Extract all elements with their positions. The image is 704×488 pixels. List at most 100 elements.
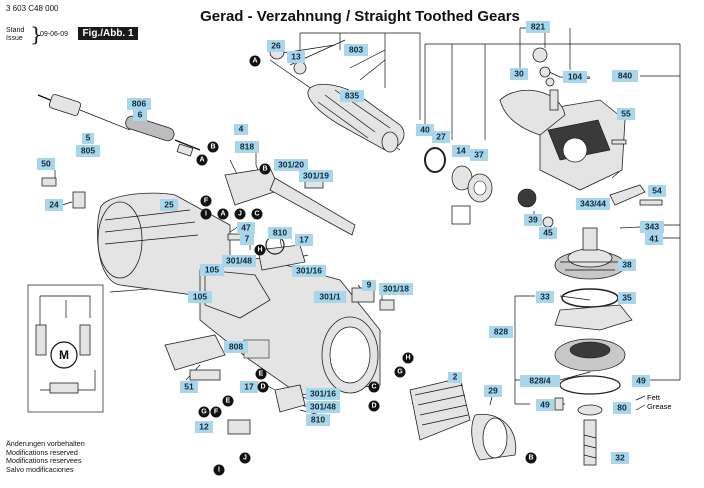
svg-text:6: 6: [138, 109, 143, 119]
grease-text-en: Grease: [647, 402, 672, 411]
part-label-828-4: 828/4: [520, 375, 560, 387]
schematic-wiring: M: [27, 284, 104, 413]
svg-text:343/44: 343/44: [580, 198, 606, 208]
svg-text:54: 54: [652, 185, 662, 195]
part-label-12: 12: [195, 421, 213, 433]
part-label-810-lower: 810: [306, 414, 330, 426]
part-label-301-48-lower: 301/48: [306, 401, 340, 413]
svg-text:38: 38: [622, 259, 632, 269]
ref-letter-e: E: [222, 395, 234, 407]
brace-glyph: }: [30, 22, 43, 46]
part-label-17-top: 17: [295, 234, 313, 246]
electrical-parts: [41, 167, 395, 435]
svg-text:A: A: [220, 211, 225, 218]
svg-text:37: 37: [474, 149, 484, 159]
power-cord: [37, 94, 201, 157]
part-label-80: 80: [613, 402, 631, 414]
part-label-301-18: 301/18: [379, 283, 413, 295]
part-label-343: 343: [640, 221, 664, 233]
part-label-808: 808: [224, 341, 248, 353]
notice-line-es: Salvo modificaciones: [6, 464, 74, 474]
svg-text:2: 2: [453, 371, 458, 381]
svg-text:105: 105: [205, 264, 219, 274]
part-label-54: 54: [648, 185, 666, 197]
svg-text:5: 5: [86, 132, 91, 142]
part-label-805: 805: [76, 145, 100, 157]
spindle-lock: [517, 184, 663, 228]
stand-issue-label: Stand Issue: [6, 27, 24, 43]
svg-text:821: 821: [531, 21, 545, 31]
ref-letter-d: D: [257, 381, 269, 393]
part-label-301-19: 301/19: [299, 170, 333, 182]
svg-text:55: 55: [621, 108, 631, 118]
part-label-17-lower: 17: [240, 381, 258, 393]
svg-text:840: 840: [618, 70, 632, 80]
ref-letter-i: I: [200, 208, 212, 220]
svg-text:104: 104: [568, 71, 582, 81]
part-label-29: 29: [484, 385, 502, 397]
svg-text:32: 32: [615, 452, 625, 462]
svg-text:F: F: [214, 409, 219, 416]
svg-text:301/48: 301/48: [310, 401, 336, 411]
svg-text:7: 7: [245, 233, 250, 243]
svg-text:G: G: [201, 409, 207, 416]
part-label-818: 818: [235, 141, 259, 153]
part-label-32: 32: [611, 452, 629, 464]
svg-text:40: 40: [420, 124, 430, 134]
svg-text:24: 24: [49, 199, 59, 209]
svg-text:828/4: 828/4: [529, 375, 551, 385]
part-label-41: 41: [645, 233, 663, 245]
part-label-47: 47: [237, 222, 255, 234]
part-label-40: 40: [416, 124, 434, 136]
svg-text:25: 25: [164, 199, 174, 209]
svg-text:13: 13: [291, 51, 301, 61]
svg-text:4: 4: [239, 123, 244, 133]
ref-letter-b: B: [525, 452, 537, 464]
notice-line-en: Modifications reserved: [6, 447, 78, 457]
svg-text:B: B: [210, 144, 215, 151]
bevel-gear: [554, 227, 626, 280]
svg-text:301/1: 301/1: [319, 291, 341, 301]
svg-text:B: B: [262, 166, 267, 173]
ref-letter-d: D: [368, 400, 380, 412]
svg-text:C: C: [371, 384, 376, 391]
part-label-104: 104: [563, 71, 587, 83]
ref-letter-f: F: [210, 406, 222, 418]
svg-text:105: 105: [193, 291, 207, 301]
part-label-828: 828: [489, 326, 513, 338]
svg-text:I: I: [205, 211, 207, 218]
svg-text:810: 810: [273, 227, 287, 237]
svg-text:343: 343: [645, 221, 659, 231]
svg-text:E: E: [226, 398, 231, 405]
part-label-301-16-top: 301/16: [292, 265, 326, 277]
svg-text:H: H: [257, 247, 262, 254]
svg-text:29: 29: [488, 385, 498, 395]
issue-date: 09-06-09: [40, 31, 69, 38]
svg-text:27: 27: [436, 131, 446, 141]
svg-text:17: 17: [299, 234, 309, 244]
svg-text:C: C: [254, 211, 259, 218]
svg-text:I: I: [218, 467, 220, 474]
part-label-301-16-lower: 301/16: [306, 388, 340, 400]
svg-text:51: 51: [184, 381, 194, 391]
svg-text:D: D: [371, 403, 376, 410]
svg-text:J: J: [238, 211, 242, 218]
ref-letter-g: G: [394, 366, 406, 378]
svg-text:806: 806: [132, 98, 146, 108]
svg-text:30: 30: [514, 68, 524, 78]
svg-text:808: 808: [229, 341, 243, 351]
part-label-105-top: 105: [200, 264, 224, 276]
svg-text:H: H: [405, 355, 410, 362]
ref-letter-c: C: [251, 208, 263, 220]
svg-text:301/18: 301/18: [383, 283, 409, 293]
svg-text:301/16: 301/16: [310, 388, 336, 398]
ref-letter-i: I: [213, 464, 225, 476]
ref-letter-a: A: [196, 154, 208, 166]
part-label-806: 806: [127, 98, 151, 110]
svg-text:80: 80: [617, 402, 627, 412]
ref-letter-j: J: [234, 208, 246, 220]
part-label-13: 13: [287, 51, 305, 63]
part-label-35: 35: [618, 292, 636, 304]
gear-housing: [499, 47, 627, 191]
ref-letter-h: H: [254, 244, 266, 256]
